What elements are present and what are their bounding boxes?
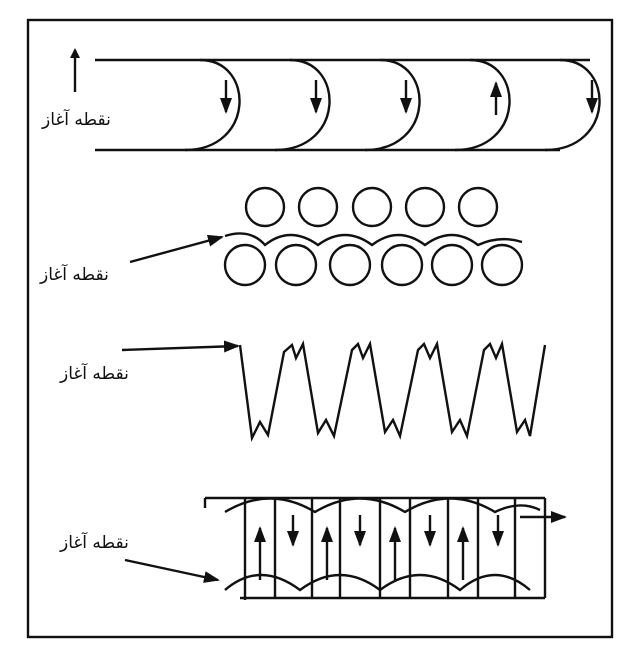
start-point-label-2: نقطه آغاز [40, 265, 109, 285]
pattern-semicircle-stitch [70, 48, 601, 152]
pattern-box-stitch [124, 496, 567, 600]
start-point-label-4: نقطه آغاز [60, 533, 129, 553]
pattern-zigzag-stitch [121, 339, 547, 443]
frame-border [26, 18, 614, 639]
pattern-loop-stitch [129, 186, 524, 287]
start-point-label-1: نقطه آغاز [42, 110, 111, 130]
start-point-label-3: نقطه آغاز [60, 364, 129, 384]
